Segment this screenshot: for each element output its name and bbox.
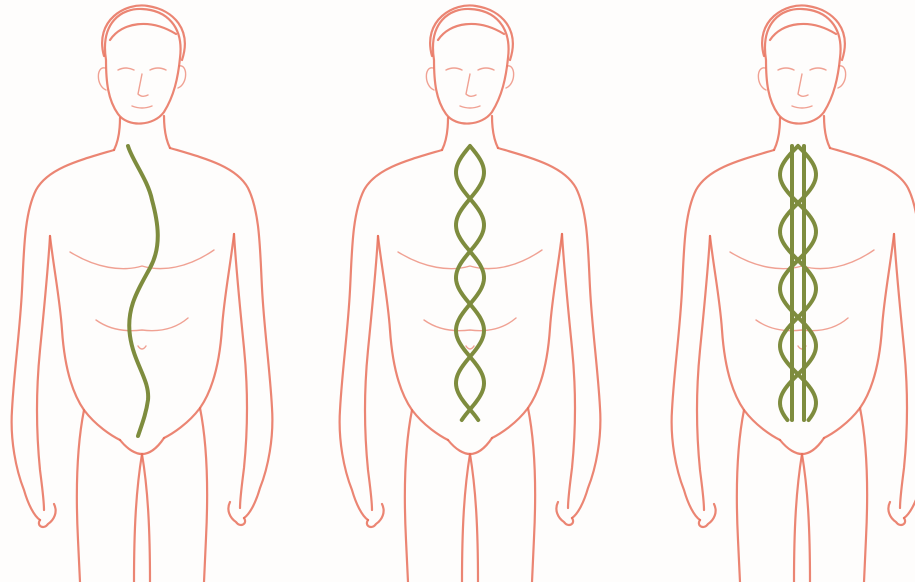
hair-outline <box>102 5 185 60</box>
head-outline <box>433 9 509 124</box>
right-hand <box>888 502 905 525</box>
left-ear <box>98 68 106 90</box>
neck-left <box>442 118 448 150</box>
mouth <box>792 106 812 108</box>
right-arm-inner <box>894 234 907 508</box>
right-leg-outer <box>860 408 867 582</box>
right-leg-outer <box>200 408 207 582</box>
eyes <box>446 68 494 70</box>
right-arm-inner <box>562 234 575 508</box>
right-leg-inner <box>142 454 150 582</box>
left-ear <box>426 68 434 90</box>
torso-left <box>710 236 780 440</box>
chest-line <box>70 250 214 269</box>
right-arm-inner <box>234 234 247 508</box>
figure-quad-helix <box>672 5 915 582</box>
pelvis <box>448 438 492 454</box>
left-leg-outer <box>77 410 84 582</box>
right-hand <box>228 502 245 525</box>
left-leg-inner <box>462 454 470 582</box>
right-leg-inner <box>470 454 478 582</box>
right-leg-inner <box>802 454 810 582</box>
head-outline <box>105 9 181 124</box>
neck-right <box>492 116 498 148</box>
navel <box>138 346 146 349</box>
left-hand <box>367 504 384 527</box>
left-leg-inner <box>794 454 802 582</box>
neck-right <box>164 116 170 148</box>
eyes <box>778 68 826 70</box>
nose <box>798 74 808 96</box>
neck-right <box>824 116 830 148</box>
left-leg-outer <box>737 410 744 582</box>
torso-left <box>378 236 448 440</box>
single-strand <box>128 146 158 436</box>
pelvis <box>120 438 164 454</box>
right-hand <box>556 502 573 525</box>
neck-left <box>114 118 120 150</box>
abdomen-line <box>424 318 516 331</box>
figure-single-strand <box>12 5 273 582</box>
mouth <box>460 106 480 108</box>
left-hand <box>699 504 716 527</box>
hair-outline <box>430 5 513 60</box>
nose <box>138 74 148 96</box>
mouth <box>132 106 152 108</box>
abdomen-line <box>96 318 188 331</box>
figure-double-helix <box>340 5 601 582</box>
left-leg-outer <box>405 410 412 582</box>
head-outline <box>765 9 841 124</box>
eyes <box>118 68 166 70</box>
navel <box>466 346 474 349</box>
torso-left <box>50 236 120 440</box>
torso-right <box>492 234 562 438</box>
pelvis <box>780 438 824 454</box>
torso-right <box>824 234 894 438</box>
left-arm-inner <box>365 236 378 510</box>
neck-left <box>774 118 780 150</box>
left-leg-inner <box>134 454 142 582</box>
torso-right <box>164 234 234 438</box>
right-leg-outer <box>528 408 535 582</box>
left-hand <box>39 504 56 527</box>
hair-outline <box>762 5 845 60</box>
left-arm-inner <box>37 236 50 510</box>
nose <box>466 74 476 96</box>
left-ear <box>758 68 766 90</box>
left-arm-inner <box>697 236 710 510</box>
